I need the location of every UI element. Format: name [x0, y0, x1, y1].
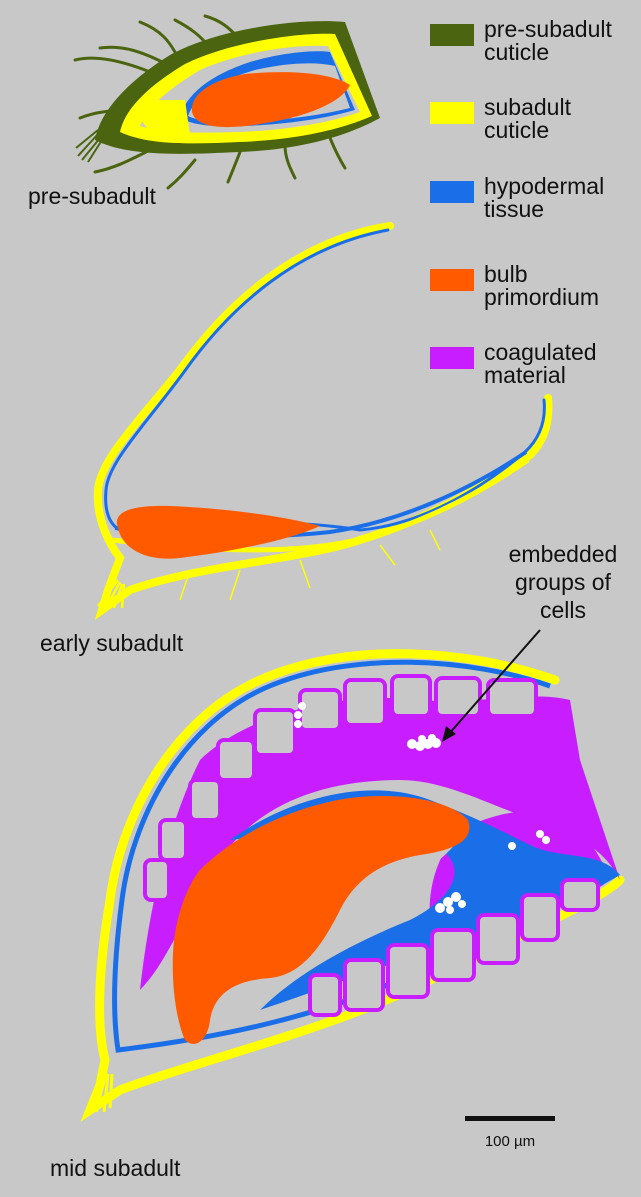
legend-label: pre-subadult cuticle	[484, 18, 641, 64]
blue-swatch-icon	[430, 181, 474, 203]
stage-label-early-subadult: early subadult	[40, 630, 183, 656]
early-subadult-drawing	[98, 226, 549, 610]
yellow-swatch-icon	[430, 102, 474, 124]
stage-label-pre-subadult: pre-subadult	[28, 183, 156, 209]
pre-subadult-tuft	[76, 130, 102, 162]
annotation-embedded-cells: embedded groups of cells	[488, 540, 638, 624]
stage-label-mid-subadult: mid subadult	[50, 1155, 180, 1181]
scale-bar	[465, 1116, 555, 1121]
pre-subadult-drawing	[75, 16, 380, 188]
mid-subadult-drawing	[90, 654, 620, 1112]
legend-label: coagulated material	[484, 341, 641, 387]
orange-swatch-icon	[430, 269, 474, 291]
scale-bar-label: 100 µm	[470, 1133, 550, 1150]
dark-green-swatch-icon	[430, 24, 474, 46]
legend-label: hypodermal tissue	[484, 175, 641, 221]
legend-label: subadult cuticle	[484, 96, 641, 142]
purple-swatch-icon	[430, 347, 474, 369]
legend-label: bulb primordium	[484, 263, 641, 309]
